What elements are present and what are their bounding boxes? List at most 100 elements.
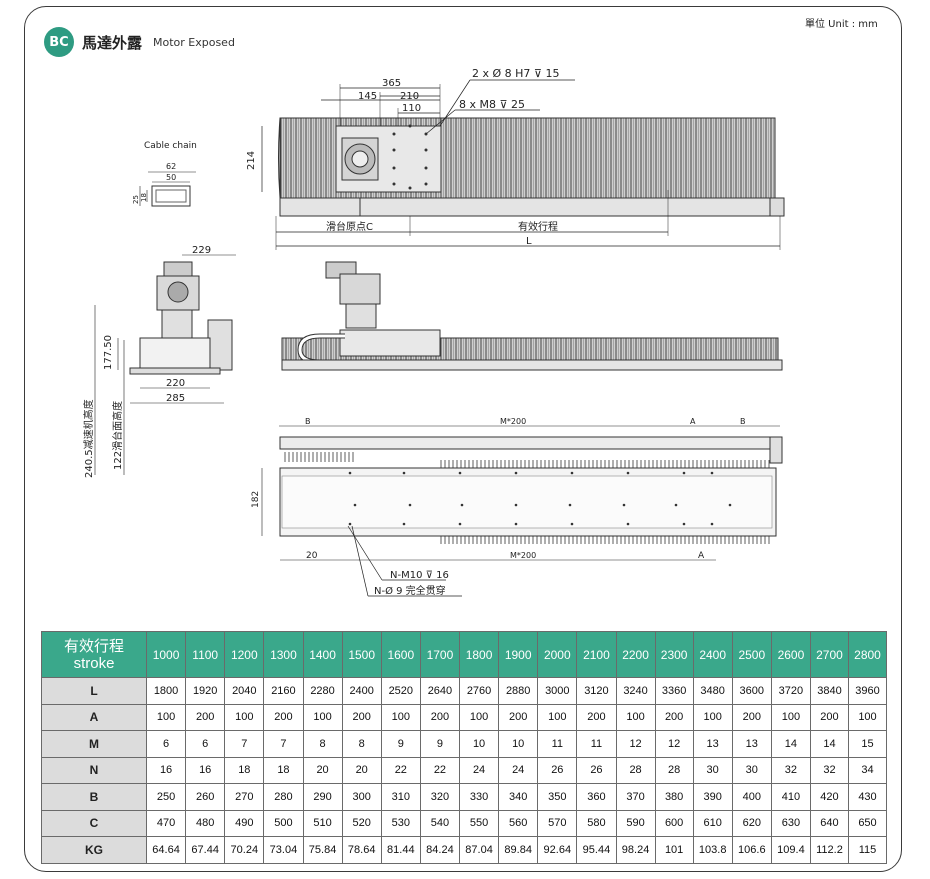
table-cell: 7 — [263, 730, 304, 758]
table-cell: 570 — [537, 809, 578, 837]
carriage-side — [339, 329, 441, 357]
table-cell: 200 — [263, 703, 304, 731]
table-cell: 260 — [185, 783, 226, 811]
table-cell: 115 — [847, 836, 888, 864]
table-cell: 30 — [731, 756, 772, 784]
stroke-col-header: 1200 — [224, 631, 265, 678]
table-cell: 12 — [654, 730, 694, 758]
table-cell: 16 — [185, 756, 226, 784]
row-label: A — [41, 703, 147, 731]
table-cell: 3120 — [576, 677, 617, 705]
table-cell: 100 — [847, 703, 888, 731]
section-title-cn: 馬達外露 — [82, 34, 143, 52]
table-cell: 550 — [458, 809, 500, 837]
table-cell: 590 — [615, 809, 656, 837]
table-cell: 13 — [731, 730, 772, 758]
table-cell: 2640 — [419, 677, 461, 705]
table-cell: 430 — [847, 783, 888, 811]
table-cell: 6 — [145, 730, 187, 758]
table-cell: 92.64 — [537, 836, 578, 864]
table-cell: 100 — [615, 703, 656, 731]
table-cell: 11 — [537, 730, 578, 758]
table-cell: 200 — [731, 703, 772, 731]
table-cell: 3720 — [770, 677, 811, 705]
table-cell: 310 — [380, 783, 421, 811]
table-cell: 95.44 — [576, 836, 617, 864]
dim-B-left: B — [305, 417, 311, 426]
table-cell: 410 — [770, 783, 811, 811]
table-cell: 200 — [498, 703, 539, 731]
table-cell: 100 — [537, 703, 578, 731]
table-cell: 81.44 — [380, 836, 421, 864]
dim-145: 145 — [358, 91, 377, 102]
stroke-col-header: 2200 — [615, 631, 656, 678]
callout-holes: 2 x Ø 8 H7 ⊽ 15 — [472, 67, 559, 80]
table-cell: 70.24 — [224, 836, 265, 864]
table-cell: 560 — [498, 809, 539, 837]
table-cell: 14 — [809, 730, 849, 758]
table-cell: 100 — [692, 703, 733, 731]
dim-220: 220 — [166, 378, 185, 389]
stroke-col-header: 2600 — [770, 631, 811, 678]
table-cell: 390 — [692, 783, 733, 811]
label-reducer-height: 240.5减速机高度 — [82, 399, 95, 478]
table-cell: 470 — [145, 809, 187, 837]
table-cell: 610 — [692, 809, 733, 837]
table-cell: 650 — [847, 809, 888, 837]
table-cell: 250 — [145, 783, 187, 811]
table-cell: 28 — [654, 756, 694, 784]
table-cell: 3960 — [847, 677, 888, 705]
cc-dim-62: 62 — [166, 162, 176, 171]
dim-285: 285 — [166, 393, 185, 404]
table-cell: 100 — [458, 703, 500, 731]
row-label: KG — [41, 836, 147, 864]
stroke-col-header: 2500 — [731, 631, 772, 678]
table-cell: 620 — [731, 809, 772, 837]
stroke-header-cn: 有效行程 — [63, 637, 124, 655]
stroke-col-header: 1400 — [302, 631, 343, 678]
stroke-col-header: 1300 — [263, 631, 304, 678]
table-cell: 200 — [809, 703, 849, 731]
stroke-col-header: 1500 — [341, 631, 382, 678]
table-cell: 3240 — [615, 677, 656, 705]
table-cell: 540 — [419, 809, 461, 837]
unit-label: 單位 Unit : mm — [805, 19, 878, 30]
stroke-col-header: 1800 — [458, 631, 500, 678]
table-cell: 112.2 — [809, 836, 849, 864]
table-cell: 1920 — [185, 677, 226, 705]
table-cell: 64.64 — [145, 836, 187, 864]
page-frame — [24, 6, 902, 872]
table-cell: 11 — [576, 730, 617, 758]
stroke-col-header: 2000 — [537, 631, 578, 678]
table-cell: 530 — [380, 809, 421, 837]
table-cell: 100 — [145, 703, 187, 731]
cable-chain-section: Cable chain 62 50 25 18 — [132, 141, 197, 207]
table-cell: 30 — [692, 756, 733, 784]
table-cell: 78.64 — [341, 836, 382, 864]
stroke-header-en: stroke — [73, 654, 115, 672]
stroke-col-header: 2400 — [692, 631, 733, 678]
callout-through: N-Ø 9 完全贯穿 — [374, 584, 446, 597]
table-cell: 520 — [341, 809, 382, 837]
table-cell: 13 — [692, 730, 733, 758]
table-cell: 600 — [654, 809, 694, 837]
dim-B-right: B — [740, 417, 746, 426]
table-cell: 73.04 — [263, 836, 304, 864]
table-cell: 14 — [770, 730, 811, 758]
table-cell: 26 — [537, 756, 578, 784]
stroke-col-header: 1600 — [380, 631, 421, 678]
table-cell: 18 — [263, 756, 304, 784]
dim-20: 20 — [306, 551, 318, 561]
table-cell: 280 — [263, 783, 304, 811]
cc-dim-18: 18 — [140, 193, 148, 202]
table-cell: 15 — [847, 730, 888, 758]
dim-L: L — [526, 236, 532, 247]
table-cell: 200 — [654, 703, 694, 731]
table-cell: 89.84 — [498, 836, 539, 864]
